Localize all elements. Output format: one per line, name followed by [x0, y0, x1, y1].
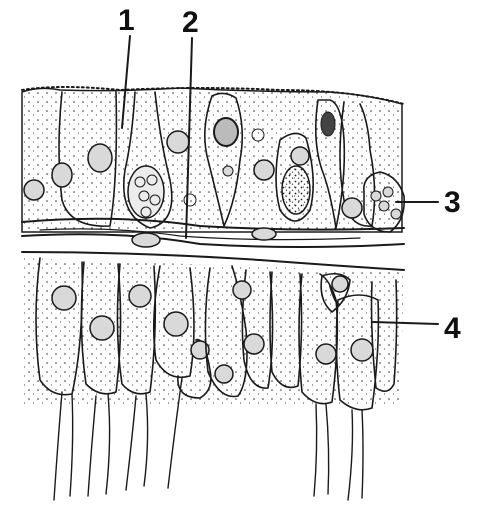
basement-band: [21, 217, 405, 271]
nucleus: [163, 311, 189, 337]
ciliated-cell-7: [370, 279, 398, 392]
brush-border: [21, 86, 405, 105]
ciliated-cell-2: [80, 261, 122, 395]
granular-goblet: [281, 165, 311, 215]
leader-lines: [121, 35, 439, 325]
mucus-granules: [127, 165, 165, 219]
upper-epithelium: [21, 86, 406, 233]
nucleus: [87, 143, 113, 173]
ciliated-cell-3: [116, 263, 157, 395]
goblet-cell-2: [204, 92, 244, 227]
nucleus: [350, 338, 374, 362]
leader-line-1: [121, 35, 131, 129]
leader-line-4: [371, 321, 439, 325]
granular-cell-1: [152, 265, 195, 379]
nucleus: [89, 315, 115, 341]
columnar-cell-1: [58, 91, 118, 227]
lower-epithelium: [22, 257, 404, 501]
nucleus: [253, 159, 275, 181]
mucus-droplet: [213, 117, 239, 147]
label-4: 4: [444, 312, 461, 345]
ciliated-cell-5: [298, 273, 339, 405]
cell-processes: [53, 377, 364, 501]
nucleus: [51, 162, 73, 188]
label-1: 1: [118, 4, 135, 37]
goblet-cell-3: [275, 132, 314, 222]
nucleus: [341, 197, 363, 219]
nucleus: [331, 275, 349, 293]
nucleus: [315, 343, 337, 365]
label-3: 3: [444, 186, 461, 219]
nucleus: [232, 280, 252, 300]
capillary-nucleus: [131, 232, 161, 248]
nucleus: [243, 333, 265, 355]
leader-line-2: [185, 37, 193, 239]
label-2: 2: [182, 6, 199, 39]
nucleus: [128, 284, 152, 308]
nucleus: [23, 179, 45, 201]
ciliated-cell-4: [241, 269, 274, 389]
nucleus: [166, 130, 190, 154]
nucleus: [190, 340, 210, 360]
nucleus: [290, 146, 310, 166]
capillary-nucleus: [251, 227, 277, 241]
nucleus: [214, 364, 234, 384]
goblet-cell-1: [123, 91, 173, 229]
granular-cell-3: [269, 271, 303, 389]
nucleus: [51, 285, 77, 311]
